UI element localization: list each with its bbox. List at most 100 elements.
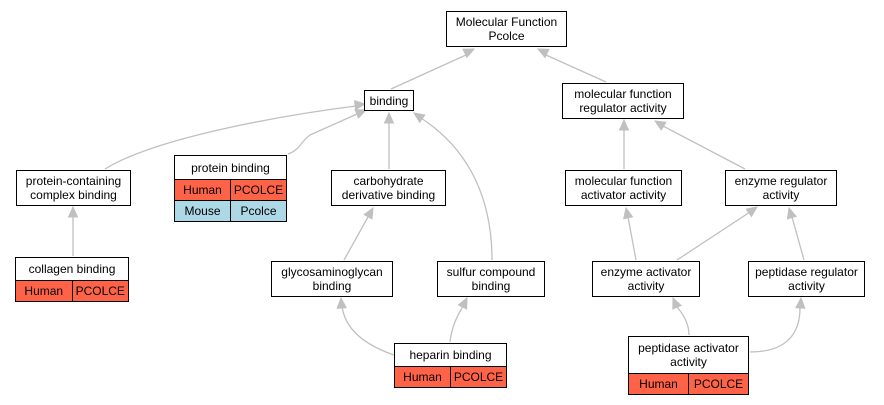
edge-line: [449, 305, 464, 343]
edge-pepreg-to-enzreg: [786, 206, 805, 261]
edge-pcb-to-binding: [104, 100, 367, 170]
term-label-line-1: molecular function: [574, 87, 672, 101]
term-label-box: peptidase activator activity: [629, 337, 748, 373]
edge-line: [390, 54, 467, 90]
edge-line: [104, 105, 357, 170]
term-protein-binding[interactable]: protein binding Human PCOLCE Mouse Pcolc…: [174, 155, 287, 222]
gene-symbol-cell[interactable]: PCOLCE: [688, 374, 748, 394]
species-cell: Mouse: [184, 204, 221, 218]
arrowhead-icon: [462, 48, 476, 59]
term-binding[interactable]: binding: [364, 90, 414, 111]
term-label-line-2: complex binding: [30, 188, 117, 202]
term-label: binding: [369, 93, 409, 108]
edge-line: [791, 216, 805, 261]
species-cell: Human: [403, 370, 442, 384]
arrowhead-icon: [67, 205, 79, 218]
edge-enzact-to-enzreg: [676, 206, 758, 261]
term-label: collagen binding: [28, 262, 116, 276]
term-label-line-1: enzyme activator: [600, 265, 692, 279]
term-molecular-function-activator-activity[interactable]: molecular function activator activity: [565, 170, 682, 206]
edge-pb-to-binding: [287, 109, 368, 155]
edge-carb-to-binding: [383, 111, 395, 169]
term-label-line-1: sulfur compound: [446, 265, 536, 279]
term-sulfur-compound-binding[interactable]: sulfur compound binding: [437, 261, 545, 297]
arrowhead-icon: [363, 206, 374, 220]
term-label-line-2: Pcolce: [488, 29, 525, 43]
arrowhead-icon: [623, 206, 634, 220]
term-label-line-2: activity: [788, 279, 825, 293]
term-protein-containing-complex-binding[interactable]: protein-containing complex binding: [16, 170, 131, 206]
term-label-line-1: enzyme regulator: [734, 174, 828, 188]
edge-line: [662, 125, 746, 170]
gene-row-human: Human PCOLCE: [175, 179, 286, 200]
arrowhead-icon: [457, 296, 468, 310]
edge-line: [341, 305, 395, 356]
arrowhead-icon: [653, 120, 667, 131]
gene-symbol-cell[interactable]: PCOLCE: [71, 281, 129, 301]
term-heparin-binding[interactable]: heparin binding Human PCOLCE: [394, 343, 507, 388]
edge-line: [420, 117, 493, 261]
edge-line: [749, 307, 801, 353]
gene-row-mouse: Mouse Pcolce: [175, 200, 286, 221]
edge-pepact-to-pepreg: [749, 296, 806, 353]
gene-row-human: Human PCOLCE: [629, 373, 748, 394]
edge-line: [287, 113, 358, 155]
gene-row-human: Human PCOLCE: [395, 366, 506, 387]
edge-enzact-to-mfact: [623, 206, 637, 261]
arrowhead-icon: [672, 296, 682, 310]
term-molecular-function-regulator-activity[interactable]: molecular function regulator activity: [562, 83, 684, 119]
term-carbohydrate-derivative-binding[interactable]: carbohydrate derivative binding: [331, 170, 446, 206]
term-label-box: heparin binding: [395, 344, 506, 366]
gene-symbol-cell[interactable]: Pcolce: [230, 201, 286, 221]
gene-symbol-cell[interactable]: PCOLCE: [450, 367, 506, 387]
edge-enzreg-to-mfreg: [653, 120, 746, 170]
term-molecular-function-root[interactable]: Molecular Function Pcolce: [446, 11, 567, 47]
term-label-line-1: molecular function: [574, 174, 673, 188]
edge-line: [676, 211, 751, 261]
term-enzyme-activator-activity[interactable]: enzyme activator activity: [592, 261, 700, 297]
edge-line: [343, 216, 369, 261]
arrowhead-icon: [383, 111, 395, 124]
edge-collagen-to-pcb: [67, 205, 79, 256]
gene-symbol-cell[interactable]: PCOLCE: [230, 180, 286, 200]
term-label-line-2: binding: [312, 279, 352, 293]
term-label-line-1: protein-containing: [25, 174, 122, 188]
term-collagen-binding[interactable]: collagen binding Human PCOLCE: [15, 257, 129, 302]
term-peptidase-regulator-activity[interactable]: peptidase regulator activity: [748, 261, 865, 297]
gene-row-human: Human PCOLCE: [16, 280, 128, 301]
species-cell: Human: [639, 377, 678, 391]
edge-heparin-to-gag: [336, 296, 395, 356]
term-label-box: collagen binding: [16, 258, 128, 280]
species-cell: Human: [183, 183, 222, 197]
arrowhead-icon: [536, 48, 550, 59]
term-label-box: protein binding: [175, 156, 286, 179]
species-cell: Human: [24, 284, 64, 298]
term-peptidase-activator-activity[interactable]: peptidase activator activity Human PCOLC…: [628, 336, 749, 395]
edge-line: [627, 216, 637, 261]
term-enzyme-regulator-activity[interactable]: enzyme regulator activity: [725, 170, 837, 206]
term-label-line-2: derivative binding: [341, 188, 436, 202]
edge-sulfur-to-binding: [412, 112, 493, 261]
term-label-line-1: Molecular Function: [455, 15, 558, 29]
arrowhead-icon: [795, 296, 806, 309]
arrowhead-icon: [786, 206, 797, 220]
arrowhead-icon: [354, 109, 368, 119]
edge-binding-to-root: [390, 48, 476, 90]
term-label-line-2: binding: [471, 279, 511, 293]
edge-heparin-to-sulfur: [449, 296, 468, 343]
arrowhead-icon: [412, 112, 426, 124]
edge-mfreg-to-root: [536, 48, 607, 83]
edge-line: [545, 54, 607, 83]
term-glycosaminoglycan-binding[interactable]: glycosaminoglycan binding: [271, 261, 393, 297]
edge-pepact-to-enzact: [672, 296, 690, 336]
term-label-line-1: glycosaminoglycan: [281, 265, 383, 279]
term-label-line-2: activity: [670, 355, 707, 369]
term-label-line-1: peptidase regulator: [755, 265, 858, 279]
term-label-line-1: peptidase activator: [638, 341, 739, 355]
term-label-line-2: regulator activity: [579, 101, 667, 115]
edge-mfact-to-mfreg: [618, 118, 630, 169]
arrowhead-icon: [353, 100, 367, 111]
arrowhead-icon: [745, 206, 758, 218]
